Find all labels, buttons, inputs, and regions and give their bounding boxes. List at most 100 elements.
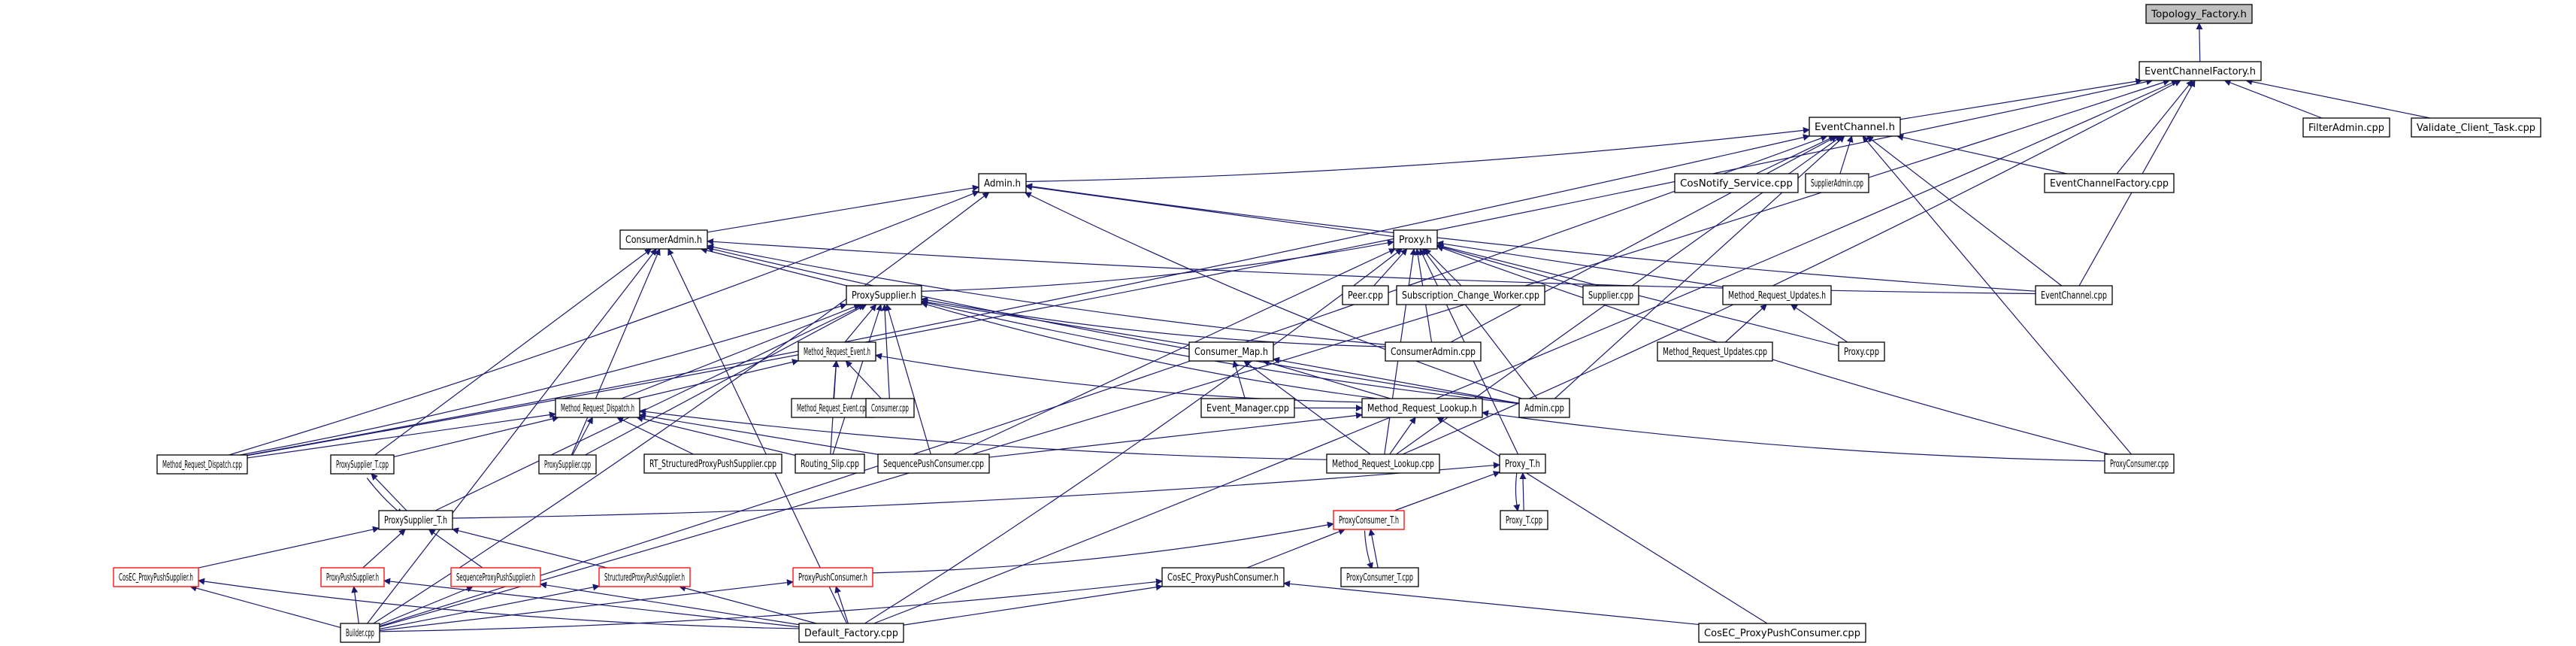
edge-builder-cpp-to-admin-h: [373, 192, 990, 624]
node-proxyconsumer-t-cpp[interactable]: ProxyConsumer_T.cpp: [1340, 567, 1419, 587]
node-eventchannel-h[interactable]: EventChannel.h: [1809, 117, 1901, 137]
node-consumer-cpp[interactable]: Consumer.cpp: [865, 398, 915, 418]
node-peer-cpp[interactable]: Peer.cpp: [1342, 285, 1389, 305]
edge-admin-h-to-eventchannel-h: [1025, 126, 1810, 183]
edge-method-request-dispatch-h-to-method-request-event-h: [637, 359, 799, 399]
node-label: ProxyConsumer.cpp: [2110, 459, 2169, 470]
node-structuredproxypushsupplier-h[interactable]: StructuredProxyPushSupplier.h: [598, 567, 691, 587]
node-box: [1361, 398, 1483, 418]
node-method-request-event-h[interactable]: Method_Request_Event.h: [798, 341, 876, 362]
edge-method-request-lookup-h-to-proxysupplier-h: [921, 301, 1378, 399]
edge-proxysupplier-t-cpp-to-proxysupplier-t-h: [366, 478, 403, 516]
node-filteradmin-cpp[interactable]: FilterAdmin.cpp: [2302, 117, 2390, 138]
node-subscription-change-worker-cpp[interactable]: Subscription_Change_Worker.cpp: [1396, 285, 1545, 305]
edge-default-factory-cpp-to-cosec-proxypushconsumer-h: [903, 584, 1163, 626]
node-admin-h[interactable]: Admin.h: [978, 173, 1027, 193]
node-consumeradmin-h[interactable]: ConsumerAdmin.h: [619, 229, 708, 250]
edge-proxysupplier-cpp-to-consumeradmin-h: [571, 248, 661, 456]
node-proxyconsumer-t-h[interactable]: ProxyConsumer_T.h: [1333, 510, 1405, 530]
node-cosec-proxypushsupplier-h[interactable]: CosEC_ProxyPushSupplier.h: [113, 567, 199, 587]
node-sequencepushconsumer-cpp[interactable]: SequencePushConsumer.cpp: [877, 453, 990, 474]
edge-sequencepushconsumer-cpp-to-proxy-h: [953, 248, 1396, 455]
node-label: ProxyConsumer_T.cpp: [1346, 572, 1413, 584]
edge-eventchannel-h-to-eventchannelfactory-h: [1899, 77, 2143, 120]
node-eventchannelfactory-cpp[interactable]: EventChannelFactory.cpp: [2044, 173, 2175, 193]
node-box: [846, 285, 922, 305]
node-event-manager-cpp[interactable]: Event_Manager.cpp: [1200, 398, 1295, 418]
node-proxy-cpp[interactable]: Proxy.cpp: [1838, 341, 1885, 362]
edge-eventchannel-cpp-to-consumeradmin-h: [707, 238, 2036, 295]
node-label: Peer.cpp: [1348, 290, 1383, 302]
node-method-request-lookup-h[interactable]: Method_Request_Lookup.h: [1361, 398, 1483, 418]
node-rt-structuredproxypushsupplier-cpp[interactable]: RT_StructuredProxyPushSupplier.cpp: [643, 453, 782, 474]
node-box: [2035, 285, 2113, 305]
edge-default-factory-cpp-to-eventchannelfactory-h: [873, 80, 2178, 624]
node-label: Method_Request_Lookup.cpp: [1332, 459, 1434, 470]
edge-method-request-dispatch-h-to-proxysupplier-h: [621, 303, 861, 399]
node-routing-slip-cpp[interactable]: Routing_Slip.cpp: [795, 453, 865, 474]
node-cosec-proxypushconsumer-h[interactable]: CosEC_ProxyPushConsumer.h: [1161, 567, 1285, 587]
node-label: ProxyPushSupplier.h: [326, 572, 379, 584]
node-proxy-t-cpp[interactable]: Proxy_T.cpp: [1500, 510, 1548, 530]
node-box: [113, 567, 199, 587]
node-proxypushsupplier-h[interactable]: ProxyPushSupplier.h: [320, 567, 385, 587]
edge-method-request-lookup-h-to-consumer-map-h: [1262, 359, 1391, 399]
node-label: Method_Request_Dispatch.cpp: [162, 459, 242, 471]
node-proxysupplier-t-cpp[interactable]: ProxySupplier_T.cpp: [330, 454, 395, 475]
edge-eventchannel-cpp-to-admin-h: [1025, 183, 2036, 292]
node-label: Proxy_T.h: [1505, 459, 1540, 470]
node-label: Consumer.cpp: [871, 403, 909, 414]
node-proxy-h[interactable]: Proxy.h: [1393, 229, 1438, 250]
node-label: FilterAdmin.cpp: [2308, 123, 2384, 134]
node-eventchannel-cpp[interactable]: EventChannel.cpp: [2035, 285, 2113, 305]
node-label: Default_Factory.cpp: [804, 628, 898, 639]
node-proxysupplier-h[interactable]: ProxySupplier.h: [846, 285, 922, 305]
node-supplieradmin-cpp[interactable]: SupplierAdmin.cpp: [1805, 173, 1869, 193]
node-method-request-lookup-cpp[interactable]: Method_Request_Lookup.cpp: [1326, 453, 1440, 474]
node-proxyconsumer-cpp[interactable]: ProxyConsumer.cpp: [2104, 453, 2175, 474]
edge-method-request-updates-h-to-proxy-h: [1436, 240, 1724, 288]
node-builder-cpp[interactable]: Builder.cpp: [340, 623, 380, 643]
node-box: [378, 510, 453, 530]
node-box: [2145, 4, 2253, 24]
node-eventchannelfactory-h[interactable]: EventChannelFactory.h: [2139, 61, 2262, 81]
node-consumer-map-h[interactable]: Consumer_Map.h: [1188, 341, 1274, 362]
node-box: [538, 454, 597, 475]
node-method-request-updates-h[interactable]: Method_Request_Updates.h: [1722, 285, 1832, 305]
node-label: Event_Manager.cpp: [1206, 403, 1289, 414]
node-label: EventChannel.cpp: [2041, 290, 2107, 302]
edge-proxysupplier-t-h-to-proxy-t-h: [452, 462, 1500, 519]
node-proxypushconsumer-h[interactable]: ProxyPushConsumer.h: [792, 567, 873, 587]
edge-admin-cpp-to-eventchannel-h: [1554, 135, 1845, 399]
edge-eventchannelfactory-cpp-to-eventchannel-h: [1896, 134, 2067, 174]
node-sequenceproxypushsupplier-h[interactable]: SequenceProxyPushSupplier.h: [450, 567, 541, 587]
edge-admin-cpp-to-consumer-map-h: [1273, 356, 1520, 405]
node-default-factory-cpp[interactable]: Default_Factory.cpp: [798, 623, 904, 643]
node-supplier-cpp[interactable]: Supplier.cpp: [1582, 285, 1639, 305]
node-method-request-updates-cpp[interactable]: Method_Request_Updates.cpp: [1657, 341, 1773, 362]
node-method-request-dispatch-h[interactable]: Method_Request_Dispatch.h: [555, 398, 640, 418]
edge-eventchannelfactory-h-to-topology-factory-h: [2196, 23, 2203, 62]
node-label: ProxySupplier_T.cpp: [336, 459, 389, 471]
node-proxysupplier-t-h[interactable]: ProxySupplier_T.h: [378, 510, 453, 530]
node-method-request-event-cpp[interactable]: Method_Request_Event.cpp: [791, 398, 875, 418]
edge-proxyconsumer-t-h-to-proxy-t-h: [1394, 471, 1500, 511]
node-validate-client-task-cpp[interactable]: Validate_Client_Task.cpp: [2411, 117, 2541, 138]
node-label: Builder.cpp: [346, 628, 374, 639]
node-consumeradmin-cpp[interactable]: ConsumerAdmin.cpp: [1385, 341, 1482, 362]
edge-admin-cpp-to-consumeradmin-h: [707, 246, 1520, 404]
node-topology-factory-h[interactable]: Topology_Factory.h: [2145, 4, 2253, 24]
node-label: Consumer_Map.h: [1194, 347, 1268, 358]
node-cosec-proxypushconsumer-cpp[interactable]: CosEC_ProxyPushConsumer.cpp: [1698, 623, 1866, 643]
node-label: ProxySupplier.cpp: [544, 459, 591, 471]
edge-supplier-cpp-to-proxy-h: [1436, 244, 1584, 288]
node-method-request-dispatch-cpp[interactable]: Method_Request_Dispatch.cpp: [156, 454, 248, 475]
node-proxy-t-h[interactable]: Proxy_T.h: [1499, 453, 1546, 474]
node-proxysupplier-cpp[interactable]: ProxySupplier.cpp: [538, 454, 597, 475]
node-admin-cpp[interactable]: Admin.cpp: [1518, 398, 1570, 418]
edge-method-request-lookup-cpp-to-method-request-lookup-h: [1389, 417, 1416, 455]
node-box: [450, 567, 541, 587]
node-label: EventChannelFactory.cpp: [2050, 178, 2169, 190]
node-cosnotify-service-cpp[interactable]: CosNotify_Service.cpp: [1674, 173, 1799, 193]
node-box: [643, 453, 782, 474]
